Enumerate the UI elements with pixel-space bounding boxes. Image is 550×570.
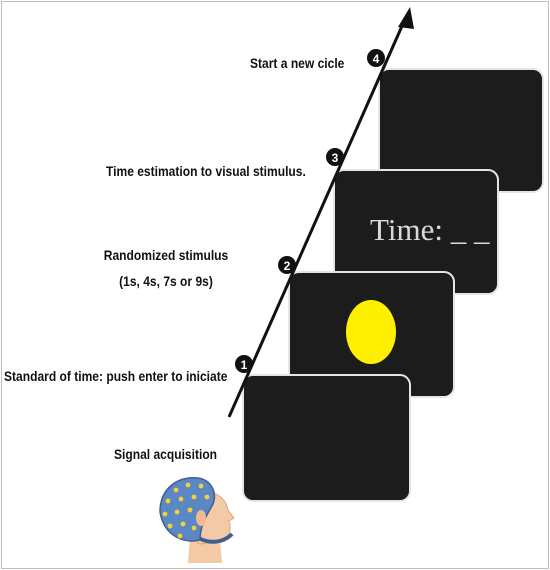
step-1-number: 1 bbox=[241, 358, 248, 372]
step-2-label-line1: Randomized stimulus bbox=[103, 247, 229, 263]
timeline-arrow-head bbox=[398, 7, 414, 29]
step-4-label: Start a new cicle bbox=[250, 55, 345, 71]
step-3-label: Time estimation to visual stimulus. bbox=[106, 163, 306, 179]
screen-1 bbox=[242, 374, 411, 502]
step-2-label-line2: (1s, 4s, 7s or 9s) bbox=[119, 273, 213, 289]
step-3-number: 3 bbox=[332, 151, 339, 165]
time-prompt-text: Time: _ _ bbox=[370, 212, 490, 247]
yellow-stimulus-circle bbox=[346, 300, 396, 364]
step-4-number: 4 bbox=[373, 52, 380, 66]
eeg-head-icon bbox=[159, 477, 235, 563]
step-2-marker: 2 bbox=[278, 256, 296, 274]
step-2-number: 2 bbox=[284, 259, 291, 273]
step-4-marker: 4 bbox=[367, 49, 385, 67]
signal-acquisition-label: Signal acquisition bbox=[114, 446, 218, 462]
step-1-label: Standard of time: push enter to iniciate bbox=[4, 368, 228, 384]
step-1-marker: 1 bbox=[235, 355, 253, 373]
timeline-arrow-line bbox=[227, 16, 408, 418]
step-3-marker: 3 bbox=[326, 148, 344, 166]
